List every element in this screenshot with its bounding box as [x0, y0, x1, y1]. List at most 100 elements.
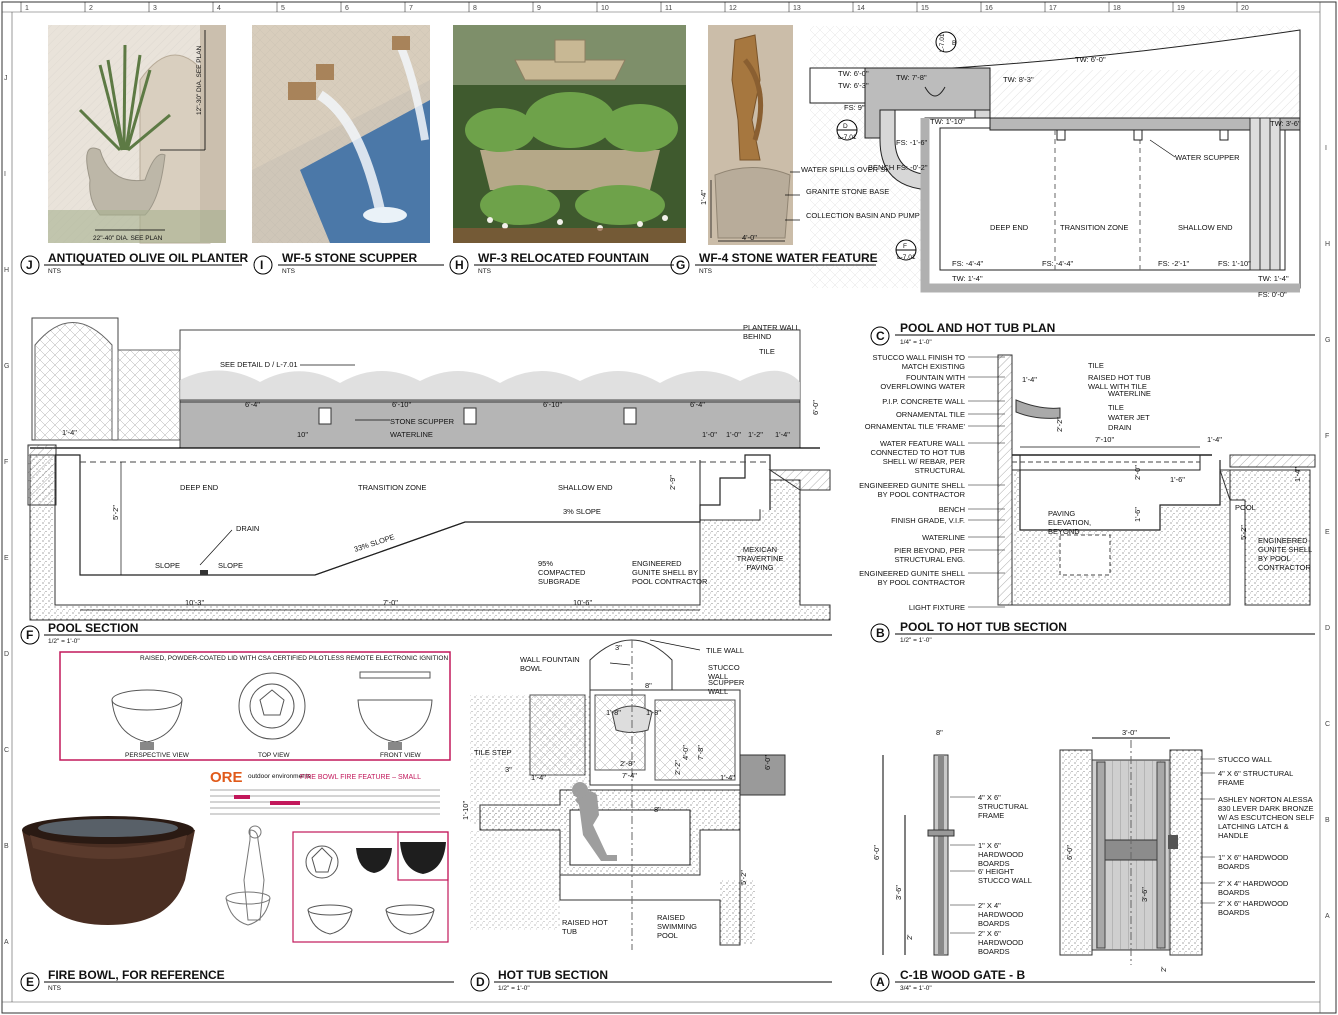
pool-section-dim: 1'-0"	[702, 430, 717, 439]
plan-label: BENCH FS: -0'-2"	[868, 163, 928, 172]
detail-title: FIRE BOWL, FOR REFERENCE	[48, 968, 225, 982]
ruler-left-mark: E	[4, 555, 9, 562]
pool-section-dim: 6'-0"	[811, 400, 820, 415]
ruler-top-mark: 19	[1177, 5, 1185, 12]
ruler-right-mark: I	[1325, 145, 1327, 152]
e-brand-sub: outdoor environments	[248, 773, 312, 780]
callout-d-sheet: L-7.01	[838, 134, 857, 141]
b-right-note: DRAIN	[1108, 423, 1131, 432]
pool-section-dim: 1'-4"	[775, 430, 790, 439]
detail-scale: NTS	[282, 268, 296, 275]
plan-label: FS: -4'-4"	[1042, 259, 1074, 268]
pool-section-dim: 1'-2"	[748, 430, 763, 439]
ruler-left-mark: J	[4, 75, 8, 82]
title-strip-j: J ANTIQUATED OLIVE OIL PLANTER NTS	[20, 251, 249, 275]
hot-tub-dim: 1'-6"	[1133, 507, 1142, 522]
detail-scale: 1/2" = 1'-0"	[498, 985, 530, 992]
hot-tub-section-dim: 1'-8"	[646, 708, 661, 717]
detail-letter: E	[26, 975, 34, 989]
pool-section-note: TILE	[759, 347, 775, 356]
pool-section-dim: 1'-4"	[62, 428, 77, 437]
pool-section-note: SLOPE	[218, 561, 243, 570]
title-strip-b: B POOL TO HOT TUB SECTION 1/2" = 1'-0"	[870, 620, 1315, 644]
title-strip-c: C POOL AND HOT TUB PLAN 1/4" = 1'-0"	[870, 321, 1315, 346]
b-left-note: FINISH GRADE, V.I.F.	[891, 516, 965, 525]
gate-dim: 6'-0"	[872, 845, 881, 860]
ruler-top-mark: 10	[601, 5, 609, 12]
hot-tub-section-dim: 3"	[505, 765, 512, 774]
detail-e: RAISED, POWDER-COATED LID WITH CSA CERTI…	[22, 651, 451, 943]
pool-section-dim: 6'-4"	[690, 400, 705, 409]
stone-scupper	[463, 407, 477, 425]
pool-section-note: DEEP END	[180, 483, 219, 492]
detail-letter: J	[26, 258, 33, 272]
ruler-top-mark: 8	[473, 5, 477, 12]
hot-tub-section-dim: 1'-4"	[531, 773, 546, 782]
plan-label: TW: 1'-4"	[1258, 274, 1289, 283]
g-dim-width: 4'-0"	[742, 233, 757, 242]
ruler-top-mark: 12	[729, 5, 737, 12]
detail-letter: A	[876, 975, 885, 989]
ruler-top-mark: 1	[25, 5, 29, 12]
gate-dim: 3'-6"	[894, 885, 903, 900]
gate-dim: 8"	[936, 728, 943, 737]
plan-label: FS: 1'-10"	[1218, 259, 1251, 268]
plan-label: TW: 7'-8"	[896, 73, 927, 82]
title-strip-d: D HOT TUB SECTION 1/2" = 1'-0"	[470, 968, 832, 992]
b-left-note: LIGHT FIXTURE	[909, 603, 965, 612]
title-strip-a: A C-1B WOOD GATE - B 3/4" = 1'-0"	[870, 968, 1315, 992]
ruler-right-mark: H	[1325, 241, 1330, 248]
ruler-left-mark: B	[4, 843, 9, 850]
detail-a-gate: 8"3'-0"6'-0"3'-6"2'6'-0"3'-6"2' 4" X 6"S…	[872, 728, 1315, 972]
b-right-note: TILE	[1108, 403, 1124, 412]
gate-right-note: STUCCO WALL	[1218, 755, 1272, 764]
hot-tub-section-dim: 7'-4"	[622, 771, 637, 780]
ruler-top-mark: 14	[857, 5, 865, 12]
pool-section-note: 3% SLOPE	[563, 507, 601, 516]
detail-letter: D	[476, 975, 485, 989]
planter-height-note: 12"-30" DIA. SEE PLAN	[196, 45, 203, 115]
leader-line	[609, 662, 631, 666]
ruler-right-mark: D	[1325, 625, 1330, 632]
detail-title: ANTIQUATED OLIVE OIL PLANTER	[48, 251, 249, 265]
detail-h	[453, 25, 686, 243]
gate-dim: 3'-0"	[1122, 728, 1137, 737]
detail-f-section: 6'-4"6'-10"6'-10"6'-4"1'-4"10"1'-0"1'-0"…	[27, 317, 831, 621]
hot-tub-section-dim: 8"	[645, 681, 652, 690]
detail-letter: C	[876, 329, 885, 343]
ruler-top-mark: 3	[153, 5, 157, 12]
detail-d-section: 3"8"1'-8"1'-8"2'-8"7'-4"1'-4"1'-4"4'-0"7…	[461, 639, 786, 950]
hot-tub-section-dim: 1'-10"	[461, 801, 470, 820]
detail-b-section: 1'-4"2'-2"7'-10"1'-4"1'-6"2'-0"1'-6"5'-2…	[859, 353, 1316, 612]
gate-dim: 2'	[1159, 966, 1168, 972]
ruler-top-mark: 16	[985, 5, 993, 12]
title-strip-e: E FIRE BOWL, FOR REFERENCE NTS	[20, 968, 454, 992]
b-right-note: WATERLINE	[1108, 389, 1151, 398]
planter-dia-note: 22"-40" DIA. SEE PLAN	[93, 235, 163, 242]
e-product: FIRE BOWL FIRE FEATURE – SMALL	[300, 774, 421, 781]
ruler-right-mark: G	[1325, 337, 1330, 344]
detail-scale: NTS	[478, 268, 492, 275]
ruler-right-mark: C	[1325, 721, 1330, 728]
ruler-top-mark: 13	[793, 5, 801, 12]
hot-tub-dim: 1'-4"	[1022, 375, 1037, 384]
pool-section-note: STONE SCUPPER	[390, 417, 455, 426]
e-sheet-header: RAISED, POWDER-COATED LID WITH CSA CERTI…	[140, 655, 448, 662]
plan-label: TW: 1'-10"	[930, 117, 965, 126]
plan-label: TW: 6'-0"	[1075, 55, 1106, 64]
detail-letter: G	[676, 258, 685, 272]
pool-section-note: SLOPE	[155, 561, 180, 570]
title-strip-i: I WF-5 STONE SCUPPER NTS	[253, 251, 444, 275]
